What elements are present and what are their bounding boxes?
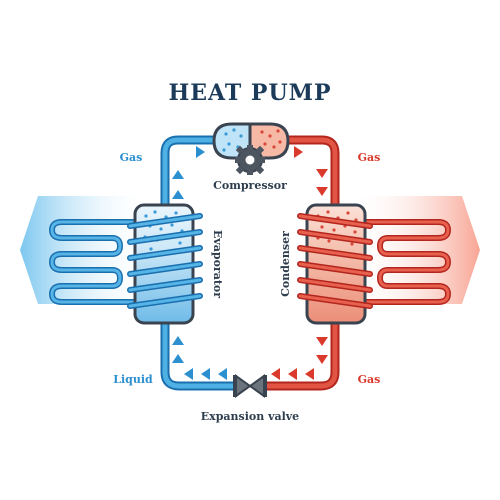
gas-label-left: Gas xyxy=(120,151,143,164)
compressor xyxy=(212,122,290,175)
flow-arrow-icon xyxy=(172,146,328,380)
expansion-valve-label: Expansion valve xyxy=(201,410,299,423)
expansion-valve-icon xyxy=(233,374,267,398)
gas-label-right-bottom: Gas xyxy=(358,373,381,386)
evaporator-coil xyxy=(48,219,151,305)
compressor-label: Compressor xyxy=(213,179,287,192)
condenser-coil xyxy=(349,219,452,305)
refrigerant-loop xyxy=(160,135,340,391)
gas-label-right-top: Gas xyxy=(358,151,381,164)
evaporator-tank xyxy=(127,203,203,325)
liquid-label: Liquid xyxy=(113,373,153,386)
gear-icon xyxy=(235,145,265,175)
condenser-tank xyxy=(297,203,373,325)
page-title: HEAT PUMP xyxy=(168,80,331,106)
condenser-label: Condenser xyxy=(279,231,292,297)
evaporator-label: Evaporator xyxy=(211,230,224,298)
